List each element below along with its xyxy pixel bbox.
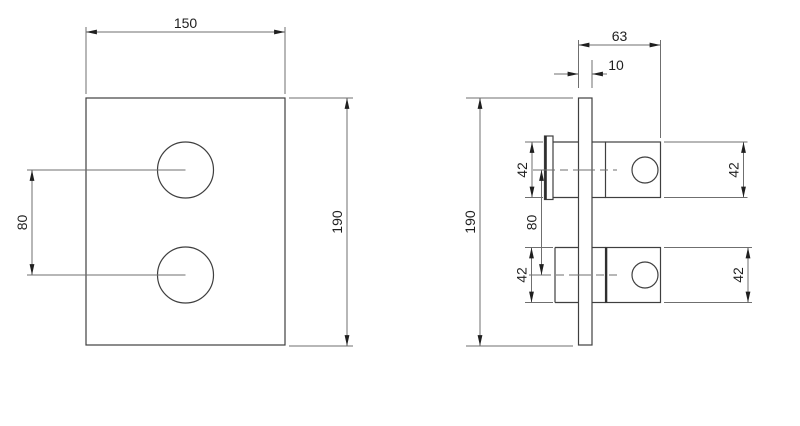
dim-front-width: 150 <box>85 15 286 94</box>
dim-side-depth: 63 <box>578 28 661 138</box>
front-plate-outline <box>85 97 286 346</box>
dim-lower-handle-right: 42 <box>664 247 752 303</box>
dim-front-width-label: 150 <box>174 15 198 31</box>
dim-side-handle-spacing: 80 <box>524 169 544 276</box>
dim-front-height-label: 190 <box>329 210 345 234</box>
side-plate-outline <box>577 97 593 346</box>
dim-front-spacing-label: 80 <box>14 215 30 231</box>
lower-handle-knob-circle <box>631 261 659 289</box>
upper-handle-knob-circle <box>631 156 659 184</box>
dim-upper-handle-left: 42 <box>514 141 543 198</box>
dim-side-height: 190 <box>462 97 573 347</box>
dim-lower-handle-left: 42 <box>514 247 553 303</box>
front-view: 150 80 190 <box>14 15 353 347</box>
dim-plate-thickness: 10 <box>554 57 624 88</box>
side-upper-handle <box>543 135 662 201</box>
upper-handle-flange <box>543 135 554 201</box>
dim-side-spacing-label: 80 <box>524 215 540 231</box>
dim-side-height-label: 190 <box>462 210 478 234</box>
dim-upper-handle-left-label: 42 <box>514 162 530 178</box>
dim-upper-handle-right: 42 <box>664 141 748 198</box>
dim-lower-handle-right-label: 42 <box>730 267 746 283</box>
dim-front-handle-spacing: 80 <box>14 169 186 276</box>
dim-plate-thickness-label: 10 <box>608 57 624 73</box>
dim-front-height: 190 <box>289 97 353 347</box>
side-view: 63 10 190 80 42 <box>462 28 752 347</box>
dim-side-depth-label: 63 <box>612 28 628 44</box>
dim-lower-handle-left-label: 42 <box>514 267 530 283</box>
dim-upper-handle-right-label: 42 <box>726 162 742 178</box>
